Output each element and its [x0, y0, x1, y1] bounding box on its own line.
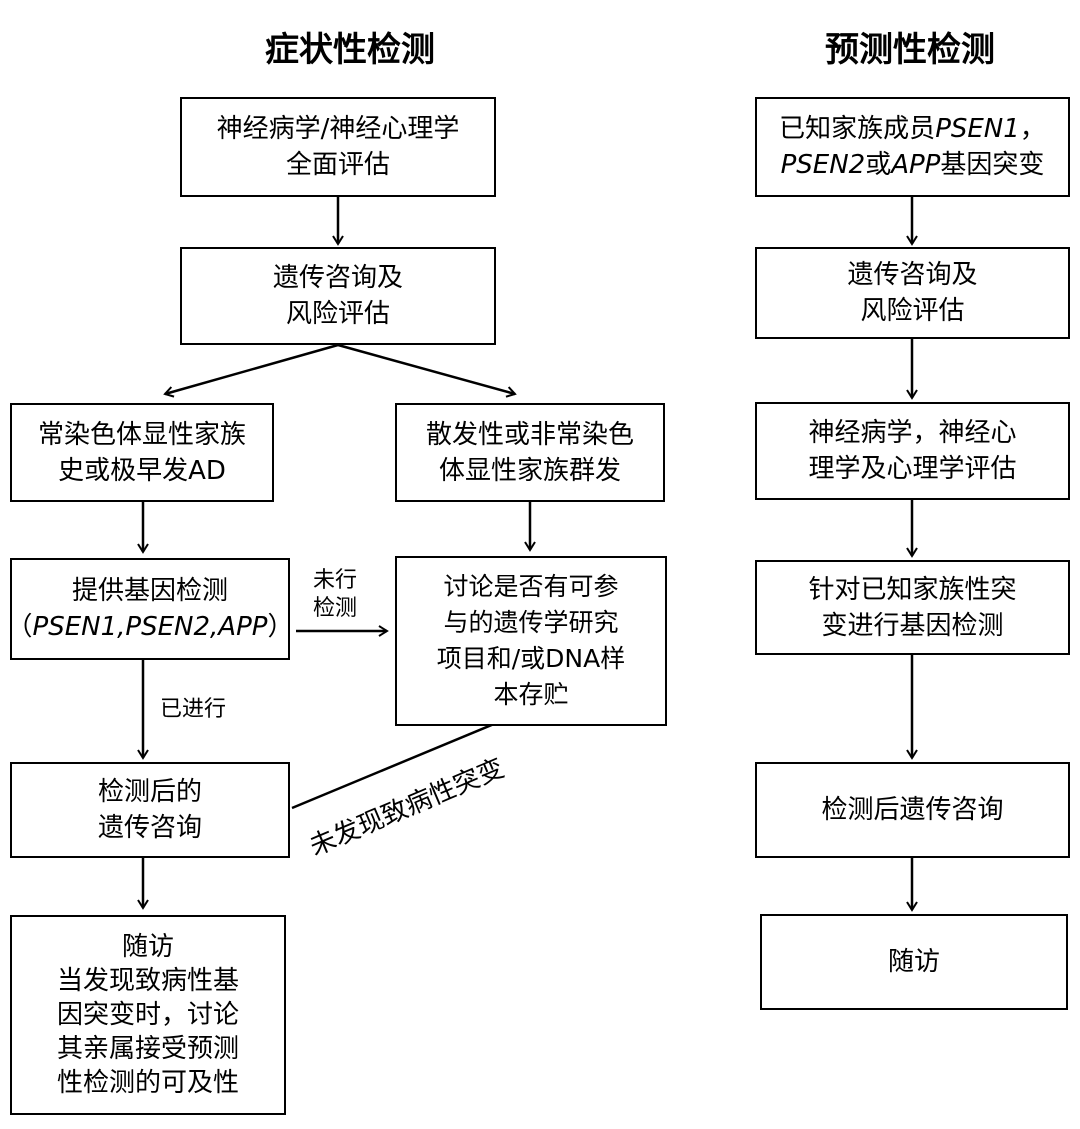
box-line: 史或极早发AD — [58, 455, 226, 486]
comma: , — [210, 612, 219, 642]
arrow-left-7-6 — [291, 711, 520, 810]
box-line: 性检测的可及性 — [56, 1068, 239, 1098]
box-line: 随访 — [121, 932, 174, 962]
box-line: 散发性或非常染色 — [425, 419, 634, 450]
gene-app: APP — [891, 150, 941, 180]
box-right-post-test-counseling: 检测后遗传咨询 — [755, 762, 1070, 858]
gene-app: APP — [218, 612, 268, 642]
predictive-testing-title: 预测性检测 — [825, 30, 995, 70]
box-line: 全面评估 — [285, 150, 390, 180]
arrow-left-2-4 — [337, 343, 517, 398]
box-line: 遗传咨询及 — [847, 260, 978, 290]
box-line: 理学及心理学评估 — [808, 454, 1017, 484]
box-line: 检测后的 — [97, 777, 202, 807]
box-line: 风险评估 — [860, 296, 965, 326]
box-line: 神经病学，神经心 — [808, 418, 1017, 448]
box-follow-up-relatives: 随访 当发现致病性基 因突变时，讨论 其亲属接受预测 性检测的可及性 — [10, 915, 286, 1115]
box-neuro-assessment: 神经病学/神经心理学 全面评估 — [180, 97, 496, 197]
box-line: 变进行基因检测 — [821, 610, 1004, 641]
box-line: 当发现致病性基 — [56, 966, 239, 996]
text: 已知家族成员 — [779, 114, 936, 144]
label-not-tested: 未行 检测 — [313, 567, 357, 623]
gene-psen1: PSEN1 — [935, 114, 1020, 144]
box-line: 与的遗传学研究 — [443, 608, 619, 637]
box-line: 常染色体显性家族 — [37, 419, 246, 450]
box-right-follow-up: 随访 — [760, 914, 1068, 1010]
box-line: 神经病学/神经心理学 — [216, 114, 460, 144]
gene-psen1: PSEN1 — [32, 612, 118, 642]
text: ， — [1019, 114, 1046, 144]
paren-close: ） — [267, 612, 294, 642]
box-line: 检测后遗传咨询 — [821, 795, 1004, 825]
box-line: 其亲属接受预测 — [56, 1034, 239, 1064]
box-line: 因突变时，讨论 — [56, 1000, 239, 1030]
arrow-left-2-3 — [163, 343, 339, 398]
box-line: 遗传咨询及 — [272, 263, 403, 293]
box-line: 体显性家族群发 — [438, 455, 621, 486]
box-line: （PSEN1,PSEN2,APP） — [7, 609, 294, 645]
box-line: 已知家族成员PSEN1， — [779, 111, 1046, 147]
box-line: 提供基因检测 — [71, 576, 228, 606]
label-line: 检测 — [313, 596, 358, 621]
box-research-dna-storage: 讨论是否有可参 与的遗传学研究 项目和/或DNA样 本存贮 — [395, 556, 667, 726]
box-line: 遗传咨询 — [97, 813, 202, 843]
box-targeted-mutation-testing: 针对已知家族性突 变进行基因检测 — [755, 560, 1070, 655]
text: 基因突变 — [940, 150, 1045, 180]
box-line: 风险评估 — [285, 299, 390, 329]
comma: , — [117, 612, 126, 642]
box-genetic-counseling-risk: 遗传咨询及 风险评估 — [180, 247, 496, 345]
box-line: 项目和/或DNA样 — [436, 644, 626, 673]
gene-psen2: PSEN2 — [125, 612, 211, 642]
box-line: 本存贮 — [493, 680, 569, 709]
box-offer-genetic-testing: 提供基因检测 （PSEN1,PSEN2,APP） — [7, 558, 293, 660]
box-known-family-mutation: 已知家族成员PSEN1， PSEN2或APP基因突变 — [755, 97, 1070, 197]
box-autosomal-dominant-history: 常染色体显性家族 史或极早发AD — [10, 403, 274, 502]
box-post-test-counseling: 检测后的 遗传咨询 — [10, 762, 290, 858]
label-line: 未行 — [313, 568, 358, 593]
box-line: 随访 — [887, 947, 940, 977]
box-line: PSEN2或APP基因突变 — [781, 147, 1045, 183]
text: 或 — [865, 150, 892, 180]
label-tested: 已进行 — [160, 697, 227, 722]
gene-psen2: PSEN2 — [780, 150, 866, 180]
box-line: 讨论是否有可参 — [443, 572, 619, 601]
symptomatic-testing-title: 症状性检测 — [265, 30, 435, 70]
box-neuro-psych-evaluation: 神经病学，神经心 理学及心理学评估 — [755, 402, 1070, 500]
box-sporadic-cluster: 散发性或非常染色 体显性家族群发 — [395, 403, 665, 502]
paren-open: （ — [6, 612, 33, 642]
box-line: 针对已知家族性突 — [808, 574, 1017, 605]
box-right-genetic-counseling-risk: 遗传咨询及 风险评估 — [755, 247, 1070, 339]
